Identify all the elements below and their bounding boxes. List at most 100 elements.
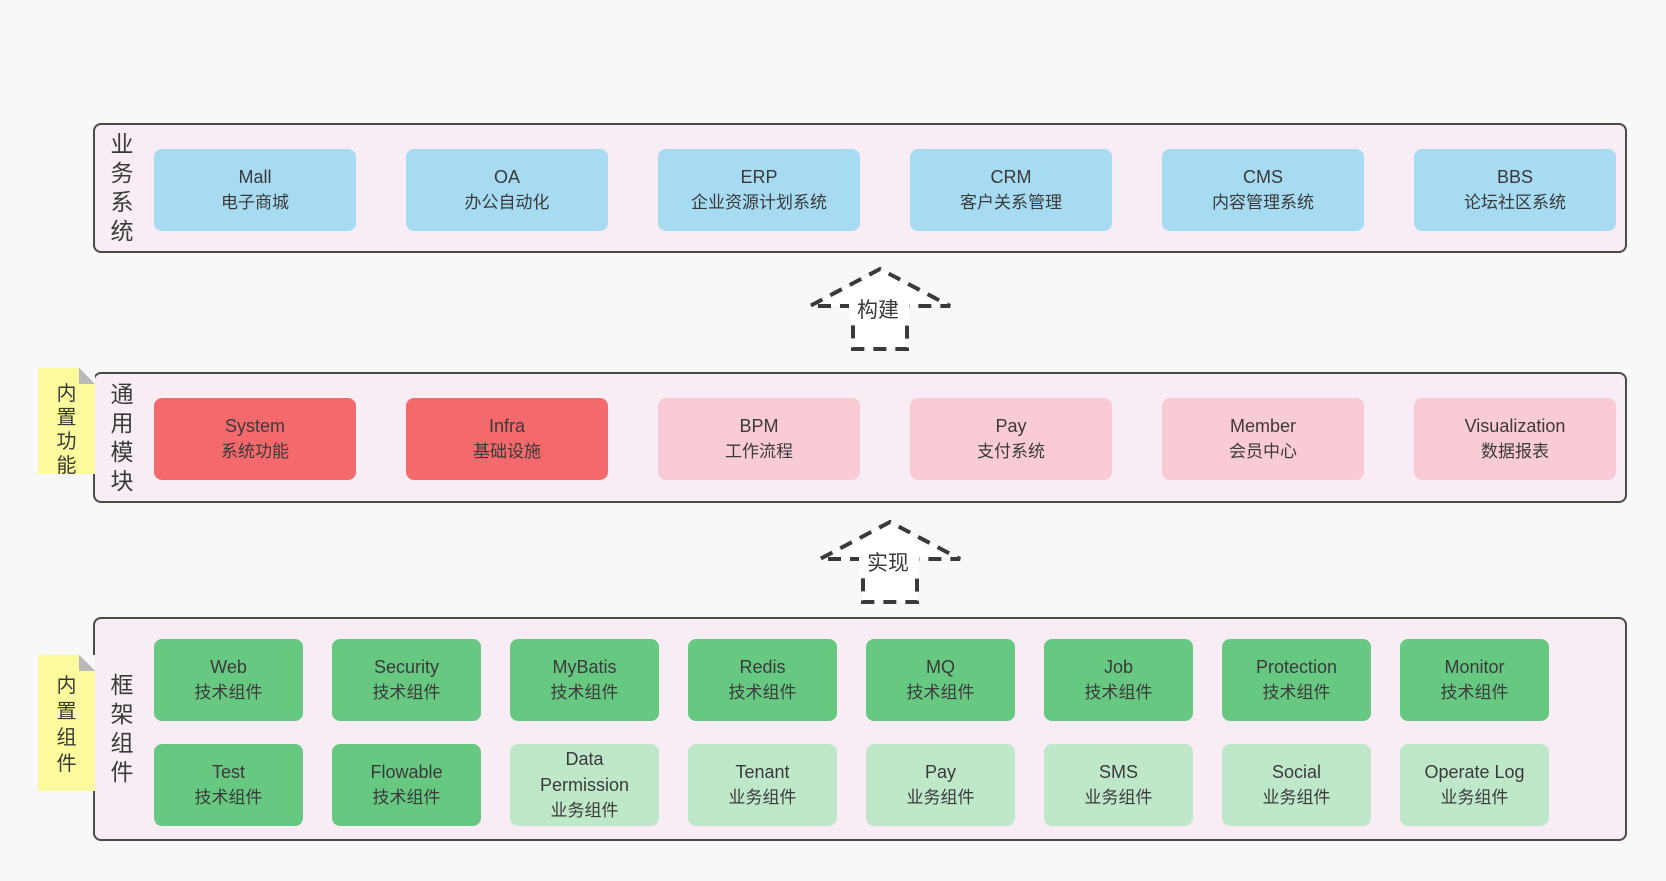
box-title: Data Permission (539, 749, 630, 795)
box-subtitle: 内容管理系统 (1212, 193, 1314, 212)
sticky-fold-corner-icon (79, 368, 95, 384)
box-subtitle: 会员中心 (1229, 442, 1297, 461)
box-title: Monitor (1444, 657, 1505, 677)
sticky-label: 内置组件 (56, 675, 77, 775)
box-title: MQ (926, 657, 955, 677)
component-box: Operate Log 业务组件 (1400, 744, 1549, 826)
component-box: MyBatis 技术组件 (510, 639, 659, 721)
box-title: MyBatis (552, 657, 617, 677)
box-title: Pay (995, 416, 1027, 436)
system-box: Mall 电子商城 (154, 149, 356, 231)
box-title: CMS (1243, 167, 1283, 187)
box-subtitle: 系统功能 (221, 442, 289, 461)
box-subtitle: 技术组件 (194, 683, 263, 702)
component-box: Web 技术组件 (154, 639, 303, 721)
framework-components-panel: 框架组件 Web 技术组件 Security 技术组件 MyBatis (93, 617, 1627, 841)
system-box: ERP 企业资源计划系统 (658, 149, 860, 231)
box-title: System (224, 416, 285, 436)
box-title: Test (211, 762, 245, 782)
component-box: Protection 技术组件 (1222, 639, 1371, 721)
box-subtitle: 数据报表 (1481, 442, 1549, 461)
box-title: Social (1271, 762, 1322, 782)
modules-box-row: System 系统功能 Infra 基础设施 BPM 工作流程 Pay 支付系统 (154, 398, 1625, 480)
component-box: Tenant 业务组件 (688, 744, 837, 826)
components-box-row-2: Test 技术组件 Flowable 技术组件 Data Permission … (154, 744, 1625, 826)
component-box: Social 业务组件 (1222, 744, 1371, 826)
box-title: Infra (488, 416, 526, 436)
sticky-fold-corner-icon (79, 655, 95, 671)
box-subtitle: 基础设施 (473, 442, 541, 461)
box-title: Protection (1255, 657, 1338, 677)
module-box: Visualization 数据报表 (1414, 398, 1616, 480)
system-box: CRM 客户关系管理 (910, 149, 1112, 231)
system-box: OA 办公自动化 (406, 149, 608, 231)
box-subtitle: 技术组件 (728, 683, 797, 702)
box-title: Web (210, 657, 247, 677)
module-box: BPM 工作流程 (658, 398, 860, 480)
module-box: Member 会员中心 (1162, 398, 1364, 480)
box-subtitle: 业务组件 (1262, 788, 1331, 807)
component-box: Redis 技术组件 (688, 639, 837, 721)
box-title: Tenant (735, 762, 790, 782)
system-box: CMS 内容管理系统 (1162, 149, 1364, 231)
box-title: OA (493, 167, 520, 187)
box-subtitle: 业务组件 (728, 788, 797, 807)
component-box: SMS 业务组件 (1044, 744, 1193, 826)
box-subtitle: 技术组件 (1262, 683, 1331, 702)
component-box: Security 技术组件 (332, 639, 481, 721)
built-in-features-sticky: 内置功能 (38, 368, 95, 477)
box-title: Redis (739, 657, 786, 677)
box-subtitle: 业务组件 (1084, 788, 1153, 807)
box-subtitle: 技术组件 (550, 683, 619, 702)
built-in-components-sticky: 内置组件 (38, 655, 95, 791)
components-panel-label: 框架组件 (110, 672, 134, 785)
business-box-row: Mall 电子商城 OA 办公自动化 ERP 企业资源计划系统 CRM 客户关系… (154, 149, 1625, 231)
box-subtitle: 业务组件 (1440, 788, 1509, 807)
box-title: CRM (990, 167, 1032, 187)
box-subtitle: 工作流程 (725, 442, 793, 461)
implement-arrow-label: 实现 (867, 552, 909, 575)
implement-arrow-icon: 实现 (815, 513, 965, 607)
box-subtitle: 业务组件 (550, 801, 619, 820)
box-subtitle: 技术组件 (1084, 683, 1153, 702)
components-rows: Web 技术组件 Security 技术组件 MyBatis 技术组件 (95, 639, 1625, 826)
component-box: Data Permission 业务组件 (510, 744, 659, 826)
box-subtitle: 技术组件 (906, 683, 975, 702)
sticky-label: 内置功能 (56, 383, 77, 477)
box-title: Mall (238, 167, 272, 187)
component-box: Test 技术组件 (154, 744, 303, 826)
component-box: Job 技术组件 (1044, 639, 1193, 721)
box-title: ERP (740, 167, 778, 187)
box-subtitle: 支付系统 (977, 442, 1045, 461)
box-title: Operate Log (1424, 762, 1525, 782)
components-box-row-1: Web 技术组件 Security 技术组件 MyBatis 技术组件 (154, 639, 1625, 721)
box-title: BPM (739, 416, 779, 436)
box-subtitle: 客户关系管理 (960, 193, 1062, 212)
build-arrow-icon: 构建 (805, 260, 955, 354)
business-systems-panel: 业务系统 Mall 电子商城 OA 办公自动化 ERP 企业资源计划系统 (93, 123, 1627, 253)
modules-panel-label: 通用模块 (110, 380, 134, 494)
component-box: Monitor 技术组件 (1400, 639, 1549, 721)
business-panel-label: 业务系统 (110, 131, 134, 244)
box-title: SMS (1098, 762, 1138, 782)
box-subtitle: 论坛社区系统 (1464, 193, 1566, 212)
module-box: Pay 支付系统 (910, 398, 1112, 480)
module-box: Infra 基础设施 (406, 398, 608, 480)
component-box: Flowable 技术组件 (332, 744, 481, 826)
box-title: Flowable (370, 762, 443, 782)
box-title: Visualization (1464, 416, 1566, 436)
box-title: BBS (1496, 167, 1534, 187)
component-box: MQ 技术组件 (866, 639, 1015, 721)
module-box: System 系统功能 (154, 398, 356, 480)
box-subtitle: 办公自动化 (464, 193, 550, 212)
box-subtitle: 技术组件 (1440, 683, 1509, 702)
box-subtitle: 业务组件 (906, 788, 975, 807)
box-subtitle: 企业资源计划系统 (691, 193, 827, 212)
system-box: BBS 论坛社区系统 (1414, 149, 1616, 231)
component-box: Pay 业务组件 (866, 744, 1015, 826)
box-subtitle: 技术组件 (372, 683, 441, 702)
common-modules-panel: 通用模块 System 系统功能 Infra 基础设施 BPM 工作流程 (93, 372, 1627, 503)
box-title: Security (373, 657, 440, 677)
box-title: Member (1229, 416, 1296, 436)
box-subtitle: 电子商城 (221, 193, 289, 212)
